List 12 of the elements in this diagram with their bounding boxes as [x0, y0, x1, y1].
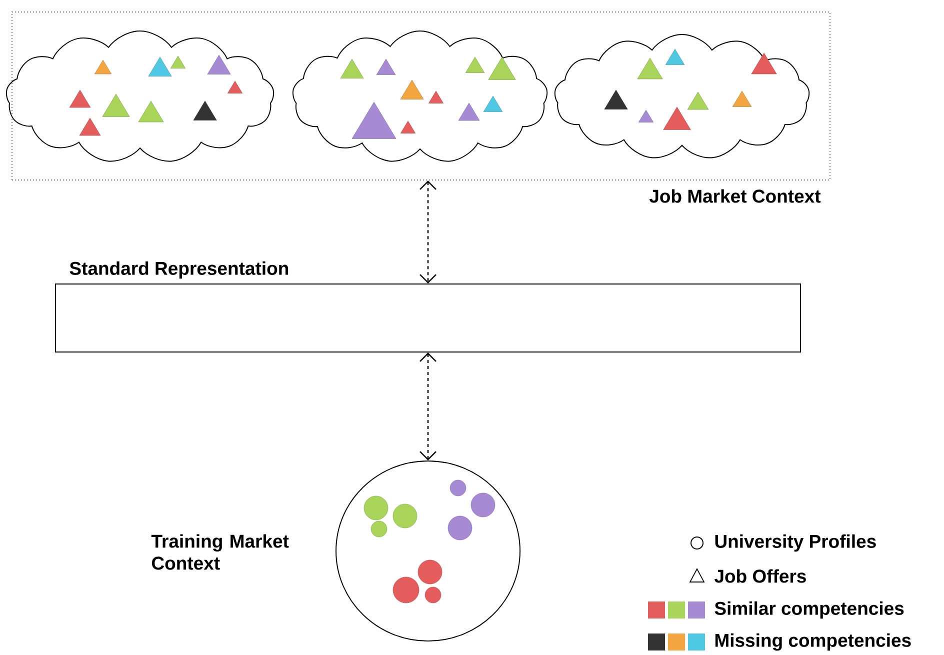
legend-text: Job Offers: [714, 569, 806, 583]
cloud-shape: [292, 30, 548, 162]
heading: Job Market Context: [649, 189, 821, 203]
legend-text: University Profiles: [715, 534, 876, 552]
cloud-shape: [554, 34, 810, 158]
legend-text: Missing competencies: [715, 633, 911, 651]
heading: Standard Representation: [70, 261, 288, 279]
heading: Training Market Context: [151, 534, 289, 570]
dashed-arrow: [420, 352, 436, 460]
dashed-arrow: [420, 180, 436, 284]
cloud-shape: [6, 30, 274, 162]
legend-text: Similar competencies: [714, 601, 904, 619]
